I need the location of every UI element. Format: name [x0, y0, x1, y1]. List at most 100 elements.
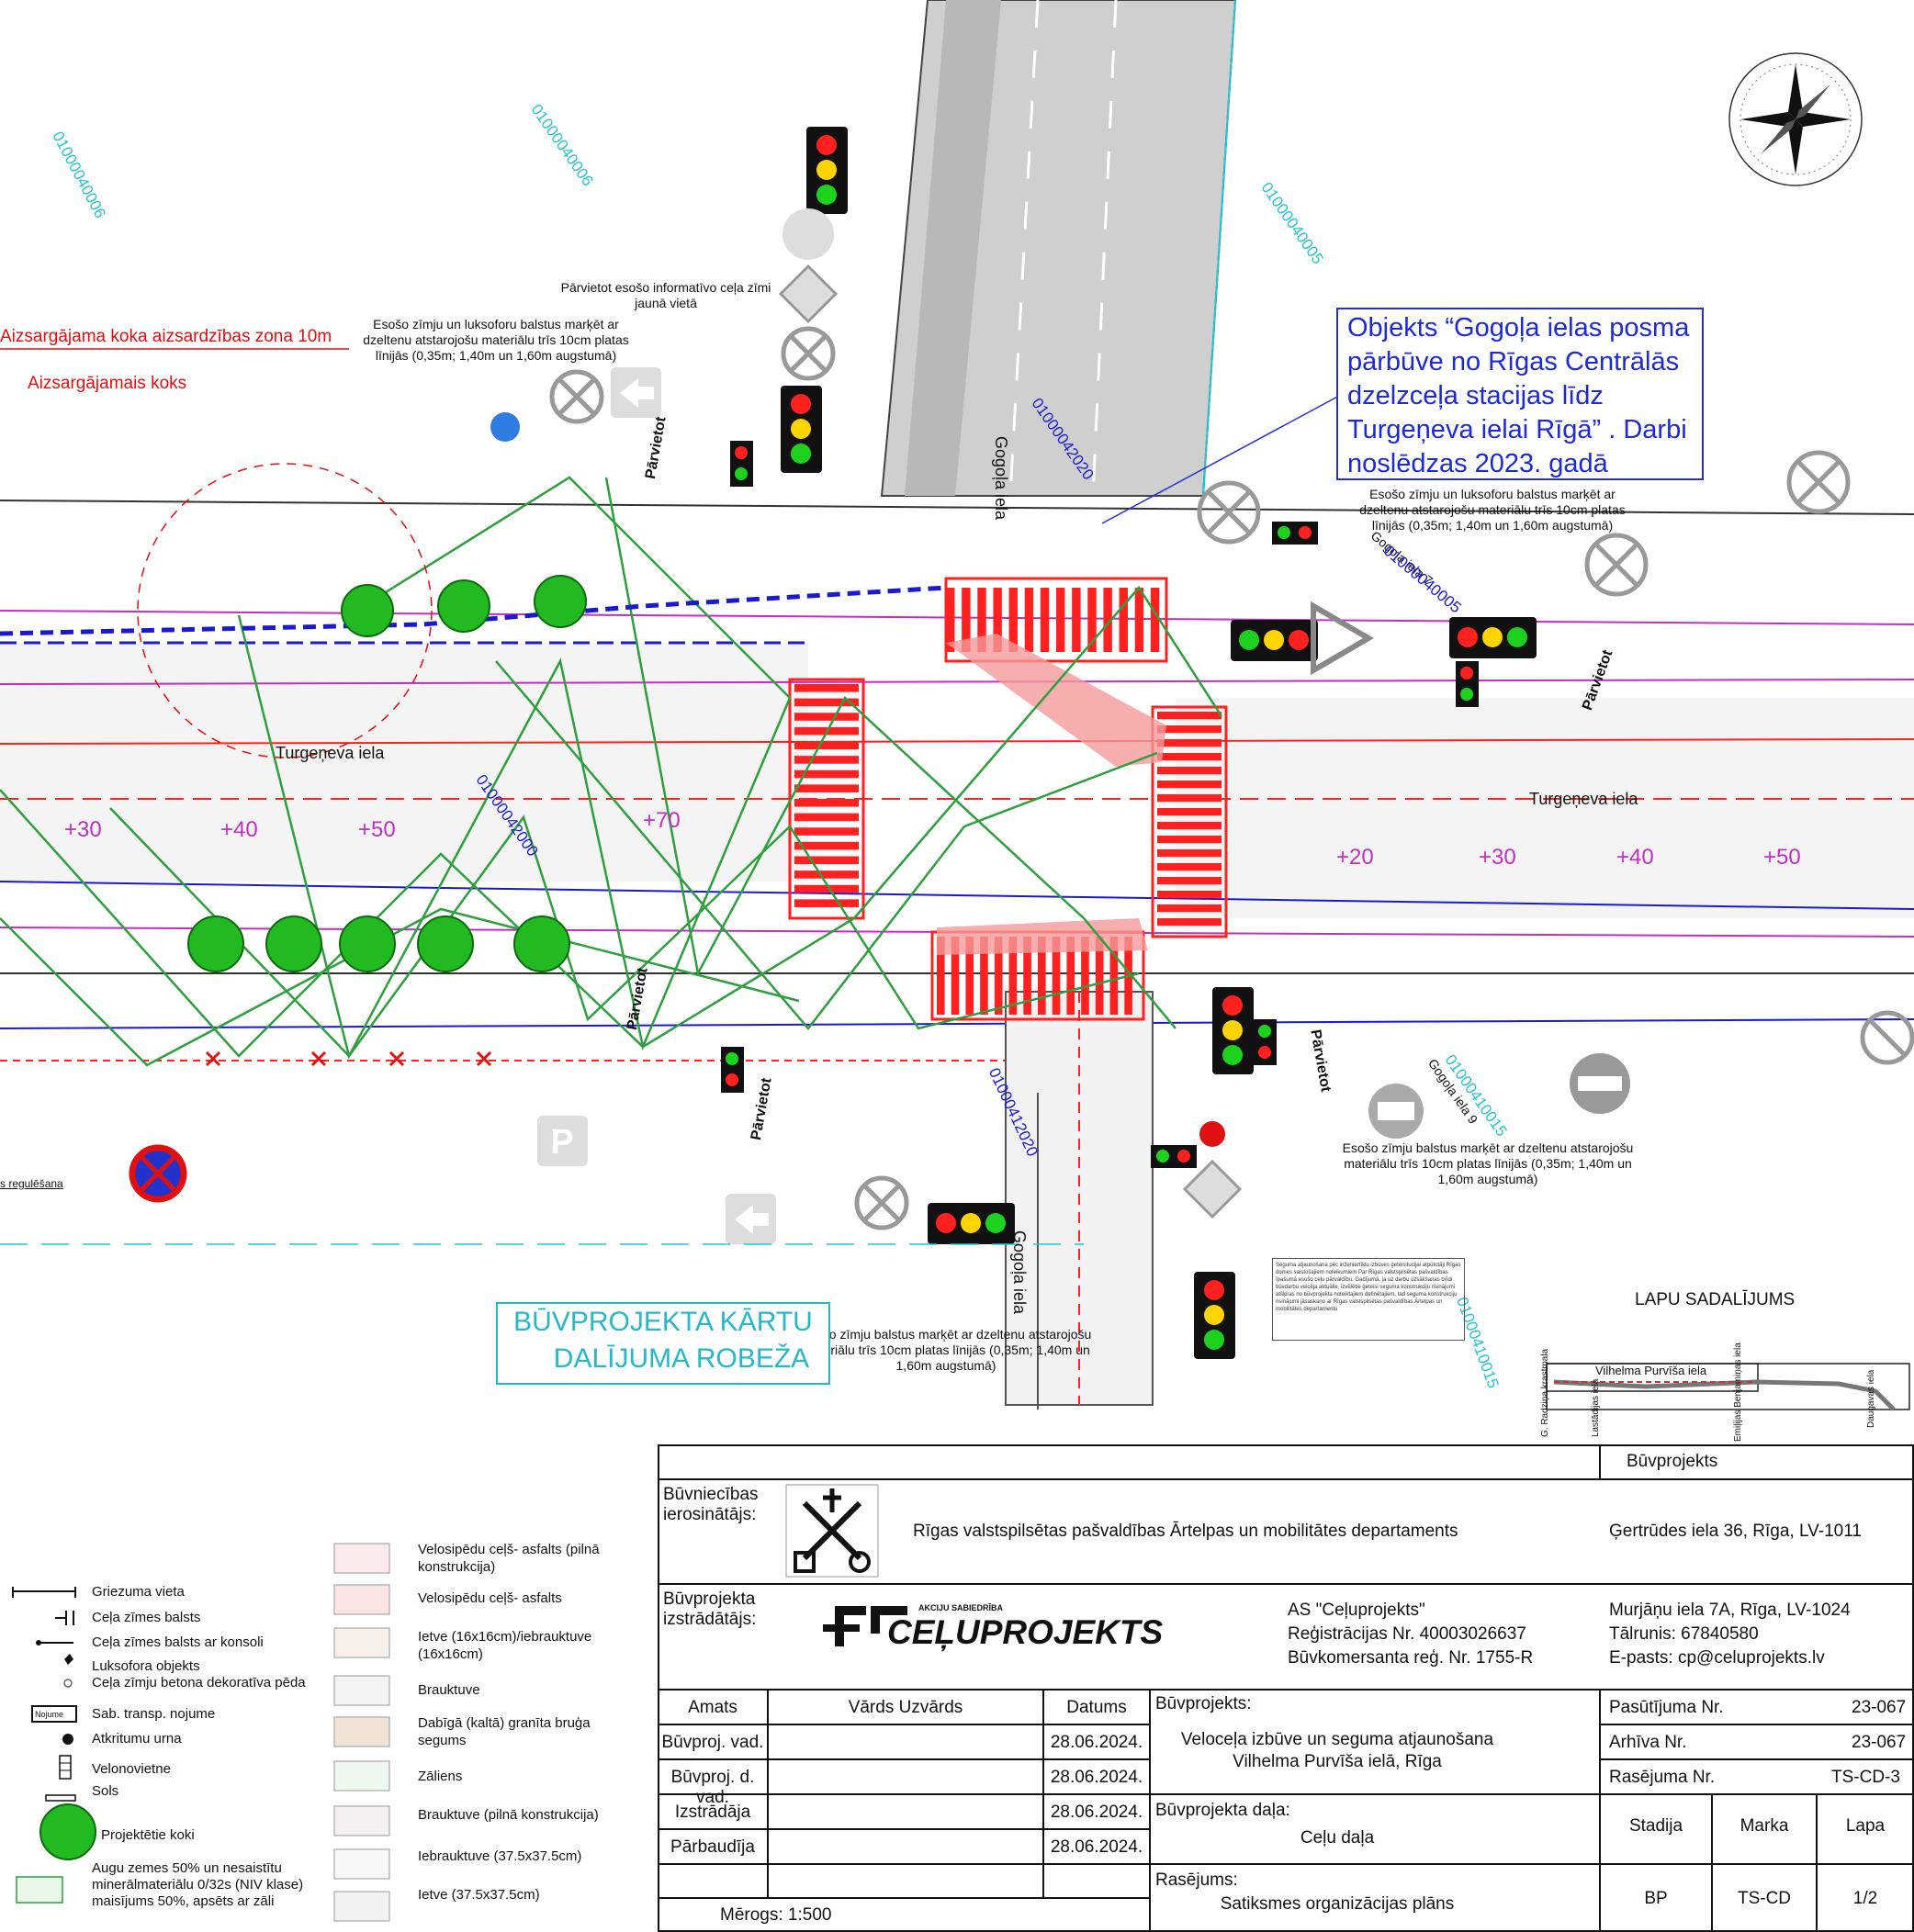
zebra-stripe — [1157, 781, 1222, 789]
lane-number: +50 — [1763, 845, 1801, 870]
traffic-light-icon — [1194, 1272, 1235, 1359]
zebra-stripe — [1157, 794, 1222, 803]
pedestrian-light-icon — [1151, 1145, 1197, 1168]
zebra-stripe — [1157, 753, 1222, 761]
sheet-division-map — [1546, 1363, 1910, 1411]
legend-label: Ceļa zīmes balsts — [92, 1610, 201, 1625]
zebra-stripe — [1157, 863, 1222, 871]
sheet-division-street: Emiļijas Benjamiņas iela — [1733, 1342, 1743, 1442]
zebra-stripe — [1023, 937, 1031, 1015]
object-notice-box: Objekts “Gogoļa ielas posma pārbūve no R… — [1336, 308, 1704, 480]
archive-number-value: 23-067 — [1852, 1733, 1907, 1752]
phase-boundary-line-2: DALĪJUMA ROBEŽA — [553, 1343, 810, 1374]
zebra-stripe — [794, 813, 859, 822]
traffic-light-icon — [64, 1654, 73, 1665]
column-header-position: Amats — [688, 1698, 737, 1717]
zebra-stripe — [993, 588, 1002, 652]
legend-label: Ietve (16x16cm)/iebrauktuve (16x16cm) — [418, 1629, 592, 1662]
zebra-stripe — [1157, 808, 1222, 816]
legend-label: Velosipēdu ceļš- asfalts — [418, 1590, 562, 1606]
parking-sign-icon — [537, 1116, 588, 1166]
part-name: Ceļu daļa — [1300, 1828, 1375, 1848]
company-phone: Tālrunis: 67840580 — [1609, 1624, 1759, 1644]
zebra-stripe — [1052, 937, 1061, 1015]
zebra-stripe — [794, 741, 859, 750]
bike-rack-icon — [59, 1755, 72, 1780]
legend-swatch — [333, 1627, 390, 1658]
developer-label: Būvprojekta izstrādātājs: — [663, 1589, 757, 1629]
signoff-role: Būvproj. vad. — [661, 1733, 764, 1752]
sheet-division-street: G. Radziņa krastmala — [1540, 1348, 1550, 1437]
zebra-stripe — [1066, 937, 1075, 1015]
legend-label: Augu zemes 50% un nesaistītu minerālmate… — [92, 1860, 304, 1909]
zebra-stripe — [1157, 725, 1222, 734]
cycle-crossing — [946, 634, 1166, 767]
zebra-stripe — [1008, 588, 1018, 652]
legend-label: Sols — [92, 1783, 119, 1799]
street-label: Gogoļa iela — [992, 436, 1010, 521]
zebra-stripe — [1024, 588, 1034, 652]
logo-name: CEĻUPROJEKTS — [887, 1613, 1164, 1651]
zebra-stripe — [1150, 588, 1160, 652]
company-name: AS "Ceļuprojekts" — [1288, 1601, 1425, 1620]
legend-label: Brauktuve (pilnā konstrukcija) — [418, 1807, 599, 1823]
signoff-date: 28.06.2024. — [1050, 1733, 1143, 1752]
zebra-stripe — [1087, 588, 1097, 652]
part-label: Būvprojekta daļa: — [1155, 1801, 1290, 1820]
zebra-stripe — [1072, 588, 1081, 652]
sheet-label: Lapa — [1845, 1816, 1886, 1836]
legend-swatch — [333, 1848, 390, 1880]
title-block: Būvprojekts Būvniecības ierosinātājs: Rī… — [658, 1444, 1914, 1932]
legend-label: Iebrauktuve (37.5x37.5cm) — [418, 1848, 582, 1864]
phase-boundary-line-1: BŪVPROJEKTA KĀRTU — [513, 1307, 813, 1337]
yield-sign-icon — [1311, 601, 1374, 676]
traffic-light-icon — [1449, 617, 1537, 658]
zebra-stripe — [794, 827, 859, 836]
zebra-stripe — [1157, 918, 1222, 927]
order-number-label: Pasūtījuma Nr. — [1609, 1698, 1724, 1717]
lane-number: +30 — [64, 817, 102, 842]
zebra-stripe — [1095, 937, 1104, 1015]
signoff-date: 28.06.2024. — [1050, 1768, 1143, 1787]
zebra-stripe — [1157, 836, 1222, 844]
legend-swatch — [333, 1675, 390, 1706]
pole-marking-note: Esošo zīmju balstus marķēt ar dzeltenu a… — [800, 1327, 1092, 1373]
zebra-stripe — [965, 937, 974, 1015]
traffic-light-icon — [928, 1203, 1015, 1244]
client-address: Ģertrūdes iela 36, Rīga, LV-1011 — [1609, 1522, 1862, 1541]
column-header-date: Datums — [1066, 1698, 1127, 1717]
north-arrow-icon — [1728, 52, 1863, 186]
project-name: Veloceļa izbūve un seguma atjaunošana Vi… — [1180, 1730, 1494, 1771]
turgeneva-road-west — [0, 643, 808, 882]
pole-marking-note: Esošo zīmju balstus marķēt ar dzeltenu a… — [1342, 1140, 1634, 1186]
legend-swatch — [333, 1891, 390, 1922]
builder-registration: Būvkomersanta reģ. Nr. 1755-R — [1288, 1648, 1534, 1668]
zebra-stripe — [1157, 822, 1222, 830]
zebra-stripe — [1157, 739, 1222, 747]
zebra-stripe — [794, 884, 859, 893]
legend-label: Projektētie koki — [101, 1827, 195, 1843]
order-number-value: 23-067 — [1852, 1698, 1907, 1717]
sign-post-icon — [55, 1611, 74, 1625]
legend-swatch — [333, 1584, 390, 1615]
traffic-light-icon — [1212, 987, 1254, 1074]
pedestrian-light-icon — [721, 1047, 744, 1093]
move-sign-note: Pārvietot esošo informatīvo ceļa zīmi ja… — [560, 280, 771, 310]
section-cut-icon — [12, 1587, 76, 1598]
bike-sign-icon — [490, 412, 520, 442]
red-no-stopping-sign-icon — [129, 1144, 187, 1203]
zebra-stripe — [1040, 588, 1050, 652]
zebra-stripe — [794, 684, 859, 692]
sheet-division-street: Daugavas iela — [1866, 1369, 1876, 1428]
zebra-stripe — [1157, 849, 1222, 858]
tree-icon — [39, 1803, 96, 1860]
drawing-number-value: TS-CD-3 — [1831, 1768, 1900, 1787]
zebra-stripe — [794, 698, 859, 707]
sign-post-bracket-icon — [36, 1640, 73, 1646]
legend: Griezuma vieta Ceļa zīmes balsts Ceļa zī… — [0, 1533, 658, 1932]
title-block-grid — [658, 1444, 1914, 1932]
drawing-name: Satiksmes organizācijas plāns — [1220, 1894, 1455, 1914]
zebra-stripe — [794, 799, 859, 807]
zebra-stripe — [1157, 904, 1222, 913]
phase-boundary-box: BŪVPROJEKTA KĀRTU DALĪJUMA ROBEŽA — [496, 1302, 830, 1385]
